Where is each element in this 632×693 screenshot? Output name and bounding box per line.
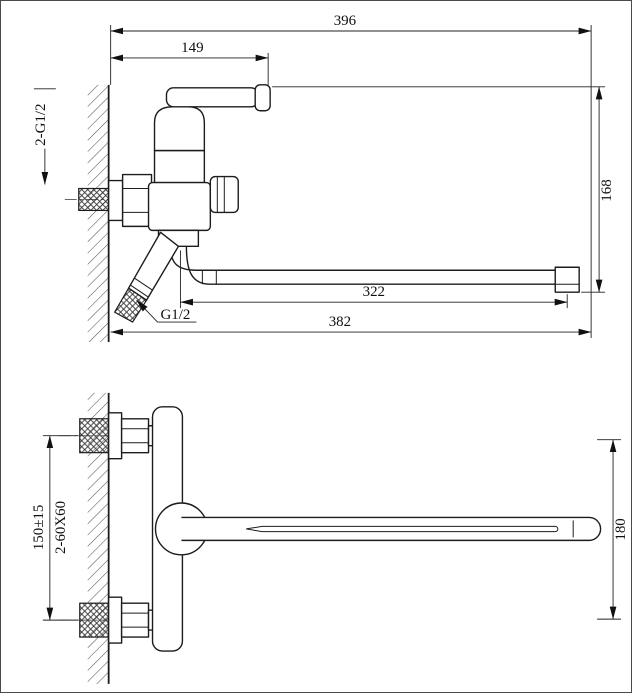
shower-thread-leader bbox=[136, 299, 197, 323]
hose-nut-band bbox=[134, 277, 153, 291]
flange-top bbox=[107, 412, 123, 460]
inlet-pipe-thread-section bbox=[78, 187, 110, 212]
top-view: 396 149 168 322 382 2-G1/2 G1/2 bbox=[33, 13, 615, 343]
flange-bottom bbox=[107, 596, 123, 644]
spout-top-line bbox=[169, 246, 556, 271]
dim-150: 150±15 bbox=[31, 505, 47, 551]
handle-grip-end bbox=[254, 84, 271, 112]
body-lower bbox=[147, 181, 212, 232]
wall-hatch-side bbox=[87, 84, 109, 343]
label-eccentric-size: 2-60X60 bbox=[53, 501, 69, 554]
label-inlet-thread: 2-G1/2 bbox=[33, 104, 49, 146]
spout-aerator bbox=[554, 266, 580, 293]
spout-front-fill bbox=[181, 517, 601, 541]
dim-180: 180 bbox=[613, 518, 629, 540]
dim-396: 396 bbox=[334, 13, 357, 29]
hex-nut-top bbox=[120, 418, 150, 454]
handle-lever bbox=[165, 87, 259, 108]
label-shower-thread: G1/2 bbox=[160, 307, 190, 323]
hex-nut-bottom bbox=[120, 602, 150, 638]
dim-149: 149 bbox=[181, 40, 203, 56]
mounting-nut-side bbox=[121, 173, 153, 228]
hose-nut-band bbox=[130, 284, 149, 298]
eccentric-top bbox=[79, 418, 110, 454]
hose-thread-section bbox=[113, 287, 148, 323]
dim-322: 322 bbox=[363, 284, 385, 300]
inlet-flange bbox=[107, 179, 124, 222]
shower-hose-outlet bbox=[127, 231, 180, 301]
dim-168: 168 bbox=[599, 179, 615, 201]
body-upper bbox=[153, 149, 206, 184]
spout-slot bbox=[246, 525, 559, 533]
handle-cap bbox=[153, 106, 206, 152]
eccentric-bottom bbox=[79, 602, 110, 638]
spout-bottom-line bbox=[185, 246, 556, 285]
front-view: 150±15 2-60X60 180 bbox=[31, 392, 629, 684]
spout-front bbox=[181, 516, 602, 542]
dim-382: 382 bbox=[329, 314, 351, 330]
